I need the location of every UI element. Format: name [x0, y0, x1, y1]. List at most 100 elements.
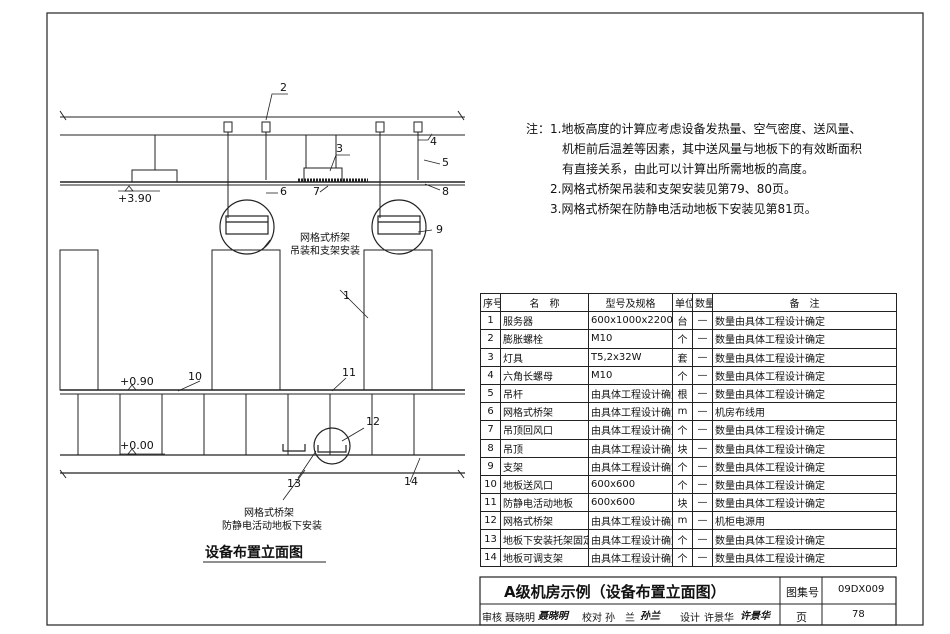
row-index: 13	[480, 529, 501, 549]
row-spec: 由具体工程设计确定	[588, 547, 673, 567]
row-spec: 600x1000x2200	[588, 311, 673, 331]
lower-detail-caption-1: 网格式桥架	[244, 508, 294, 519]
row-name: 防静电活动地板	[500, 493, 589, 513]
row-remarks: 数量由具体工程设计确定	[712, 311, 897, 331]
suspended-ceiling	[60, 178, 465, 186]
row-index: 6	[480, 402, 501, 422]
header-index: 序号	[480, 292, 501, 313]
note-line-3: 有直接关系，由此可以计算出所需地板的高度。	[562, 162, 815, 176]
table-row: 13地板下安装托架固定件由具体工程设计确定个—数量由具体工程设计确定	[480, 529, 897, 549]
atlas-number: 09DX009	[838, 584, 885, 595]
row-remarks: 机房布线用	[712, 402, 897, 422]
row-index: 9	[480, 456, 501, 476]
row-unit: 个	[672, 365, 693, 385]
name-reviewer: 聂晓明	[505, 613, 535, 624]
server-racks	[59, 249, 433, 391]
callout-13: 13	[287, 477, 301, 490]
name-checker: 孙 兰	[605, 613, 635, 624]
header-name: 名 称	[500, 292, 589, 313]
upper-detail-caption-1: 网格式桥架	[300, 233, 350, 244]
row-remarks: 数量由具体工程设计确定	[712, 529, 897, 549]
row-qty: —	[692, 474, 713, 495]
callout-5: 5	[442, 156, 449, 169]
row-name: 吊顶	[500, 438, 589, 458]
row-qty: —	[692, 493, 713, 513]
row-remarks: 数量由具体工程设计确定	[712, 383, 897, 404]
row-name: 六角长螺母	[500, 365, 589, 385]
row-qty: —	[692, 511, 713, 531]
row-unit: 套	[672, 347, 693, 367]
row-index: 3	[480, 347, 501, 367]
row-unit: 个	[672, 456, 693, 476]
row-name: 地板下安装托架固定件	[500, 529, 589, 549]
callout-9: 9	[436, 223, 443, 236]
row-remarks: 数量由具体工程设计确定	[712, 438, 897, 458]
structural-slab	[59, 454, 465, 479]
row-index: 5	[480, 383, 501, 404]
row-remarks: 机柜电源用	[712, 511, 897, 531]
row-index: 2	[480, 329, 501, 349]
callout-11: 11	[342, 366, 356, 379]
row-qty: —	[692, 365, 713, 385]
row-unit: 块	[672, 493, 693, 513]
row-unit: m	[672, 511, 693, 531]
note-line-2: 机柜前后温差等因素，其中送风量与地板下的有效断面积	[562, 142, 863, 156]
header-remarks: 备 注	[712, 292, 897, 313]
name-designer: 许景华	[704, 613, 734, 624]
callout-8: 8	[442, 185, 449, 198]
row-qty: —	[692, 383, 713, 404]
header-qty: 数量	[692, 292, 713, 313]
row-qty: —	[692, 329, 713, 349]
detail-circle-lower	[282, 427, 351, 465]
row-index: 7	[480, 420, 501, 440]
parts-table: 序号 名 称 型号及规格 单位 数量 备 注 1服务器600x1000x2200…	[480, 292, 897, 567]
note-line-5: 3.网格式桥架在防静电活动地板下安装见第81页。	[550, 202, 817, 216]
row-unit: 个	[672, 547, 693, 567]
drawing-title: A级机房示例（设备布置立面图）	[504, 583, 726, 601]
row-remarks: 数量由具体工程设计确定	[712, 456, 897, 476]
header-spec: 型号及规格	[588, 292, 673, 313]
row-name: 膨胀螺栓	[500, 329, 589, 349]
row-name: 服务器	[500, 311, 589, 331]
row-remarks: 数量由具体工程设计确定	[712, 547, 897, 567]
row-spec: 由具体工程设计确定	[588, 420, 673, 440]
row-spec: 由具体工程设计确定	[588, 529, 673, 549]
callout-10: 10	[188, 370, 202, 383]
elevation-label-top: +3.90	[118, 192, 152, 205]
callout-4: 4	[430, 135, 437, 148]
row-index: 1	[480, 311, 501, 331]
page-label: 页	[796, 611, 807, 624]
page-number: 78	[852, 609, 865, 620]
role-designer: 设计	[680, 613, 700, 624]
callout-7: 7	[313, 185, 320, 198]
upper-detail-caption-2: 吊装和支架安装	[290, 246, 360, 257]
callout-3: 3	[336, 142, 343, 155]
note-line-4: 2.网格式桥架吊装和支架安装见第79、80页。	[550, 182, 796, 196]
diagram-label: 设备布置立面图	[205, 545, 303, 561]
row-remarks: 数量由具体工程设计确定	[712, 365, 897, 385]
row-index: 14	[480, 547, 501, 567]
row-unit: 个	[672, 420, 693, 440]
row-remarks: 数量由具体工程设计确定	[712, 474, 897, 495]
row-qty: —	[692, 456, 713, 476]
row-name: 吊顶回风口	[500, 420, 589, 440]
row-unit: 根	[672, 383, 693, 404]
callout-leaders	[177, 93, 441, 501]
row-unit: 个	[672, 329, 693, 349]
elevation-markers	[118, 185, 165, 455]
table-header-row: 序号 名 称 型号及规格 单位 数量 备 注	[480, 292, 897, 313]
row-name: 吊杆	[500, 383, 589, 404]
signature-checker: 孙兰	[640, 611, 660, 622]
row-name: 地板送风口	[500, 474, 589, 495]
row-spec: 600x600	[588, 474, 673, 495]
row-qty: —	[692, 438, 713, 458]
row-index: 8	[480, 438, 501, 458]
